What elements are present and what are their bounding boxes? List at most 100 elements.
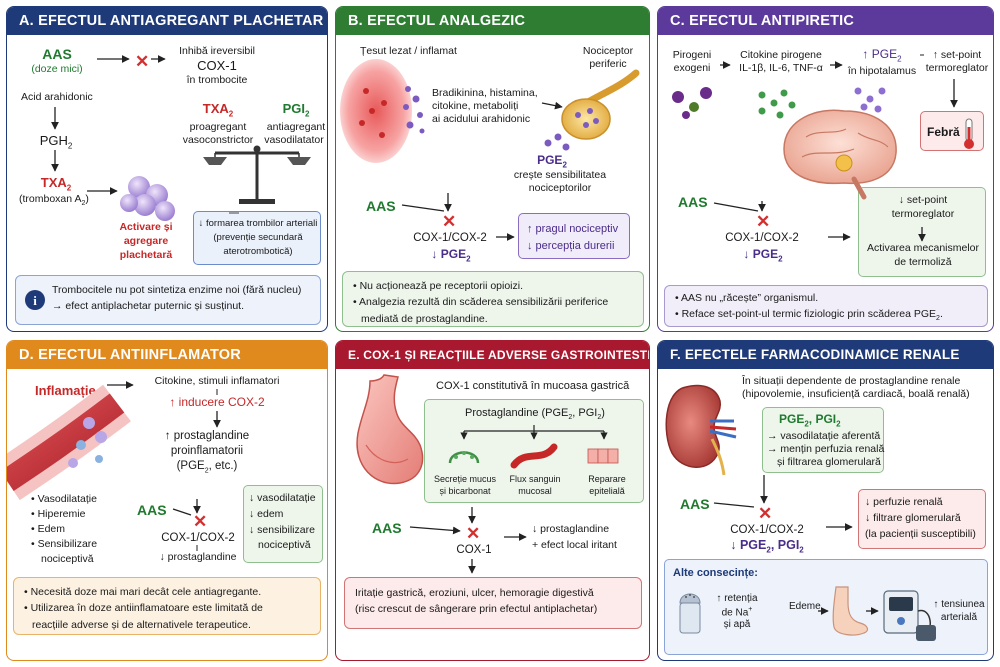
gi-adverse-warning: Iritație gastrică, eroziuni, ulcer, hemo… bbox=[344, 577, 642, 629]
txa2-right-label: TXA2 bbox=[202, 101, 234, 119]
note-line1-d: • Necesită doze mai mari decât cele anti… bbox=[24, 586, 262, 598]
prevention-line3: aterotrombotică) bbox=[223, 246, 293, 257]
fever-label: Febră bbox=[927, 125, 960, 139]
platelet-info-note: Trombocitele nu pot sintetiza enzime noi… bbox=[15, 275, 321, 325]
pg-decrease-f: ↓ PGE2, PGI2 bbox=[730, 538, 804, 555]
pyrogens-line2: exogeni bbox=[673, 62, 711, 74]
inhibit-line3: în trombocite bbox=[186, 74, 248, 86]
txa2-left-label: TXA2 bbox=[40, 175, 72, 193]
cytokines-line1: Citokine pirogene bbox=[740, 49, 822, 61]
info-line2: → efect antiplachetar puternic și susțin… bbox=[52, 300, 245, 313]
antiinflammatory-effect-box: ↓ vasodilatație ↓ edem ↓ sensibilizare n… bbox=[243, 485, 323, 563]
sign-vasodilation: • Vasodilatație bbox=[31, 493, 97, 505]
effect-sensitization-2: nociceptivă bbox=[258, 539, 311, 551]
note-line1-c: • AAS nu „răcește” organismul. bbox=[675, 292, 819, 304]
panel-antiinflammatory: D. EFECTUL ANTIINFLAMATOR Inflamație Cit… bbox=[6, 340, 328, 661]
sodium-retention-line2: de Na+ bbox=[721, 606, 753, 619]
aas-label-d: AAS bbox=[137, 502, 167, 518]
note-line2-d: • Utilizarea în doze antiinflamatoare es… bbox=[24, 602, 263, 615]
susceptible-patients: (la pacienții susceptibili) bbox=[865, 528, 976, 540]
info-line1: Trombocitele nu pot sintetiza enzime noi… bbox=[52, 284, 302, 296]
nociceptor-line1: Nociceptor bbox=[582, 45, 634, 57]
fever-box: Febră bbox=[920, 111, 984, 151]
warning-line2: (risc crescut de sângerare prin efectul … bbox=[355, 603, 598, 616]
perfusion-decrease: ↓ perfuzie renală bbox=[865, 496, 943, 508]
cox-inhibit-x-icon-f: ✕ bbox=[758, 504, 773, 523]
thermolysis-line2: de termoliză bbox=[894, 256, 952, 268]
warning-line1: Iritație gastrică, eroziuni, ulcer, hemo… bbox=[355, 587, 594, 599]
pge2-hypothalamus: ↑ PGE2 bbox=[862, 47, 902, 64]
epithelial-repair-line2: epitelială bbox=[589, 486, 625, 496]
cox-label-d: COX-1/COX-2 bbox=[161, 532, 235, 544]
panel-renal: F. EFECTELE FARMACODINAMICE RENALE În si… bbox=[657, 340, 994, 661]
blood-flow-line2: mucosal bbox=[518, 486, 552, 496]
situation-line2: (hipovolemie, insuficiență cardiacă, boa… bbox=[742, 388, 970, 400]
pain-threshold-box: ↑ pragul nociceptiv ↓ percepția durerii bbox=[518, 213, 630, 259]
sign-sensitization: • Sensibilizare bbox=[31, 538, 98, 550]
inhibit-line1: Inhibă ireversibil bbox=[179, 45, 255, 57]
cytokines-stimuli: Citokine, stimuli inflamatori bbox=[154, 375, 280, 387]
mucus-secretion-line1: Secreție mucus bbox=[433, 474, 497, 484]
prostaglandins-line1: ↑ prostaglandine bbox=[164, 430, 250, 442]
thermolysis-line1: Activarea mecanismelor bbox=[866, 242, 980, 254]
hypothalamus-label: în hipotalamus bbox=[847, 65, 917, 77]
pgi2-effect1: antiagregant bbox=[266, 121, 326, 133]
stomach-icon bbox=[356, 374, 424, 485]
cox-inhibit-x-icon: ✕ bbox=[442, 212, 457, 231]
pg-decrease-e: ↓ prostaglandine bbox=[532, 523, 610, 535]
bacteria-virus-icon bbox=[672, 87, 712, 119]
inflamed-tissue-icon bbox=[340, 59, 412, 163]
panel-gastrointestinal: E. COX-1 ȘI REACȚIILE ADVERSE GASTROINTE… bbox=[335, 340, 650, 661]
antipyretic-note: • AAS nu „răcește” organismul. • Reface … bbox=[664, 285, 988, 327]
thromboxane-label: (tromboxan A2) bbox=[19, 193, 89, 208]
mucus-secretion-line2: și bicarbonat bbox=[439, 486, 491, 496]
setpoint-up-line1: ↑ set-point bbox=[932, 49, 982, 61]
sensitivity-line2: nociceptorilor bbox=[528, 182, 592, 194]
panel-e-title: E. COX-1 ȘI REACȚIILE ADVERSE GASTROINTE… bbox=[336, 341, 649, 369]
note-line3: mediată de prostaglandine. bbox=[361, 312, 488, 325]
note-line3-d: reacțiile adverse și de alternativele te… bbox=[32, 618, 251, 631]
pgh2-label: PGH2 bbox=[39, 133, 73, 151]
aas-label-f: AAS bbox=[680, 496, 710, 512]
other-consequences-box: Alte consecințe: ↑ retenția de Na+ și ap… bbox=[664, 559, 988, 655]
panel-c-title: C. EFECTUL ANTIPIRETIC bbox=[658, 7, 993, 35]
activation-line1: Activare și bbox=[119, 221, 173, 233]
prostaglandins-e-label: Prostaglandine (PGE2, PGI2) bbox=[465, 407, 605, 422]
cox-label-c: COX-1/COX-2 bbox=[725, 232, 799, 244]
inhibit-x-icon: ✕ bbox=[135, 52, 150, 71]
pyrogens-line1: Pirogeni bbox=[672, 49, 712, 61]
activation-line3: plachetară bbox=[119, 249, 173, 261]
txa2-effect1: proagregant bbox=[189, 121, 247, 133]
note-line2-c: • Reface set-point-ul termic fiziologic … bbox=[675, 308, 943, 323]
prevention-line1: ↓ formarea trombilor arteriali bbox=[198, 218, 318, 229]
panel-antiplatelet: A. EFECTUL ANTIAGREGANT PLACHETAR AAS (d… bbox=[6, 6, 328, 332]
blood-pressure-line2: arterială bbox=[940, 612, 978, 623]
renal-pg-label: PGE2, PGI2 bbox=[779, 412, 841, 429]
edema-label: Edeme bbox=[789, 601, 821, 612]
brain-icon bbox=[783, 109, 897, 200]
cytokines-line2: IL-1β, IL-6, TNF-α bbox=[739, 62, 823, 74]
note-line2: • Analgezia rezultă din scăderea sensibi… bbox=[353, 296, 609, 309]
local-irritant-e: + efect local iritant bbox=[532, 539, 617, 551]
pge2-dots-icon-c bbox=[854, 87, 886, 113]
txa2-effect2: vasoconstrictor bbox=[182, 134, 254, 146]
setpoint-down-line1: ↓ set-point bbox=[898, 194, 948, 206]
mediators-line2: citokine, metaboliți bbox=[432, 100, 519, 112]
arachidonic-acid: Acid arahidonic bbox=[21, 91, 93, 103]
cox1-label-e: COX-1 bbox=[456, 544, 492, 556]
renal-adverse-box: ↓ perfuzie renală ↓ filtrare glomerulară… bbox=[858, 489, 986, 549]
effect-sensitization: ↓ sensibilizare bbox=[249, 524, 315, 536]
pge2-decrease-c: ↓ PGE2 bbox=[743, 247, 783, 264]
sign-sensitization-2: nociceptivă bbox=[41, 553, 94, 565]
cox-label-f: COX-1/COX-2 bbox=[730, 524, 804, 536]
kidney-icon bbox=[665, 384, 737, 476]
pge2-dots-icon bbox=[544, 133, 570, 151]
balance-scale-icon bbox=[203, 145, 311, 204]
aas-label-b: AAS bbox=[366, 198, 396, 214]
sign-edema: • Edem bbox=[31, 523, 66, 535]
cox1-constitutive-label: COX-1 constitutivă în mucoasa gastrică bbox=[436, 380, 630, 392]
panel-b-title: B. EFECTUL ANALGEZIC bbox=[336, 7, 649, 35]
filtration-decrease: ↓ filtrare glomerulară bbox=[865, 512, 961, 524]
panel-antipyretic: C. EFECTUL ANTIPIRETIC Pirogeni exogeni … bbox=[657, 6, 994, 332]
setpoint-down-line2: termoreglator bbox=[891, 208, 955, 220]
